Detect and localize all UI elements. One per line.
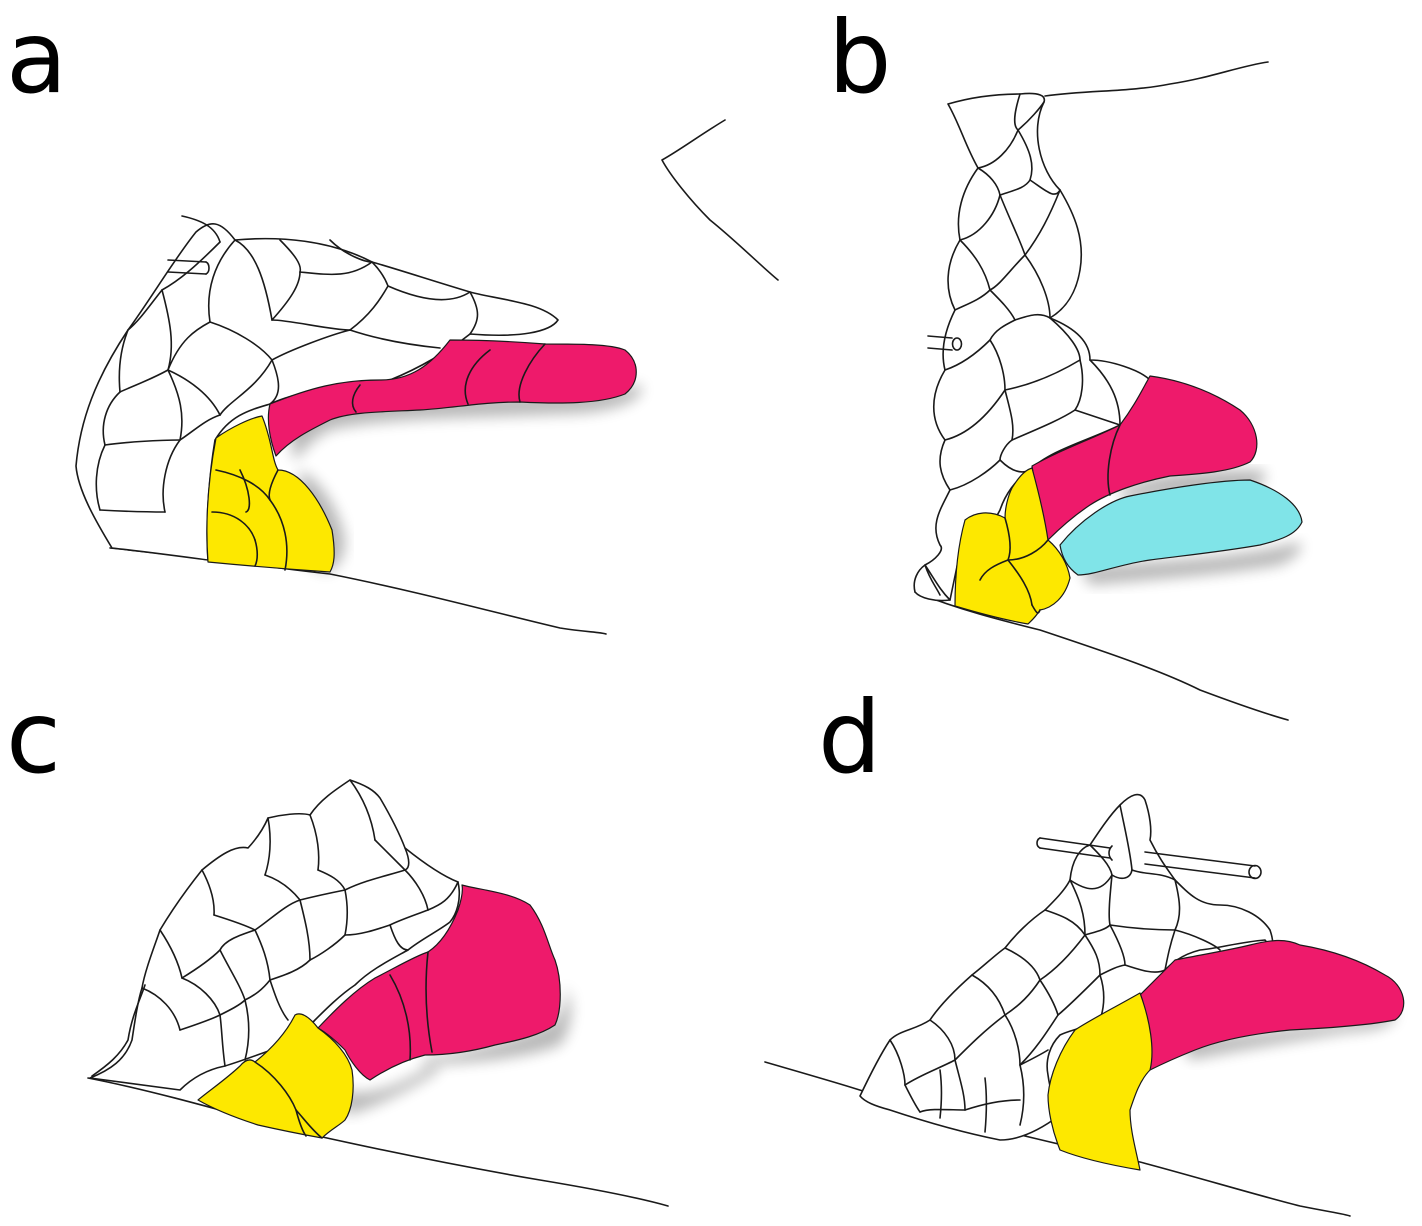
panel-d: d — [765, 679, 1404, 1216]
magenta-region-d — [1140, 940, 1404, 1070]
panel-label-a: a — [6, 0, 67, 116]
top-line-b — [1045, 62, 1268, 96]
panel-label-c: c — [6, 679, 61, 796]
panel-label-b: b — [828, 0, 891, 116]
head-curve-b — [662, 120, 778, 280]
panel-b: b — [662, 0, 1302, 720]
panel-c: c — [6, 679, 668, 1206]
panel-a: a — [6, 0, 642, 634]
ground-line-a — [110, 548, 606, 634]
panel-label-d: d — [818, 679, 881, 796]
